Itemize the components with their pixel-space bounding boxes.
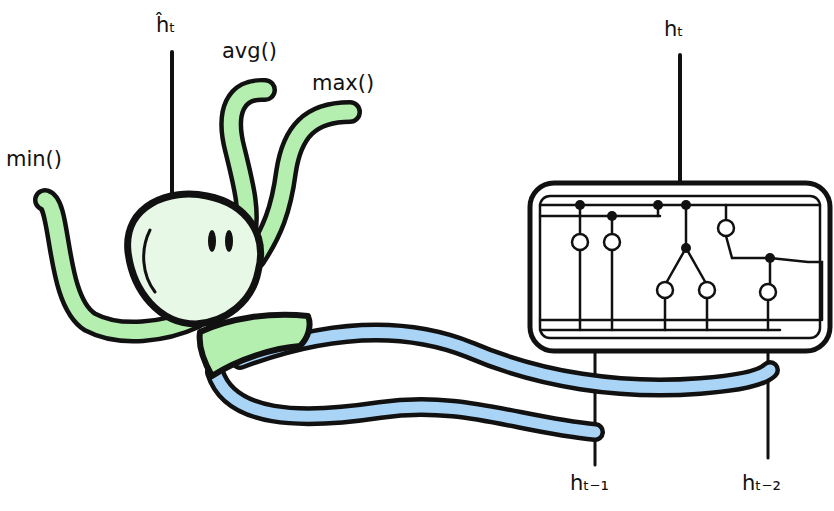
tentacle-outline <box>215 372 595 432</box>
label: min() <box>6 148 62 171</box>
cell-wire <box>686 248 707 285</box>
label: max() <box>312 72 374 95</box>
operator <box>765 253 775 263</box>
gate <box>699 282 715 298</box>
operator <box>575 200 585 210</box>
label: avg() <box>222 40 277 63</box>
tentacle-outline <box>255 112 350 258</box>
operator <box>681 200 691 210</box>
cell-wire <box>770 258 822 320</box>
green-tentacle <box>255 112 350 258</box>
gate <box>604 234 620 250</box>
cell-wire <box>685 205 688 248</box>
label: hₜ₋₁ <box>570 472 609 495</box>
blue-tentacle <box>215 372 595 432</box>
operator <box>681 243 691 253</box>
operator <box>653 200 663 210</box>
eye <box>208 230 216 252</box>
cell-wire <box>725 205 728 220</box>
eye <box>225 230 233 252</box>
cell-wire <box>540 215 660 218</box>
cell-wire <box>665 248 686 285</box>
cell-wire <box>706 295 709 330</box>
cell-wire <box>726 236 770 285</box>
label: hₜ <box>664 18 684 41</box>
cell-wire <box>540 319 820 322</box>
gate <box>718 220 734 236</box>
cell-inner <box>540 196 820 338</box>
cell-wire <box>540 329 780 332</box>
head-highlight <box>144 230 155 292</box>
label: hₜ₋₂ <box>742 472 781 495</box>
gate <box>657 282 673 298</box>
gate <box>760 284 776 300</box>
output-line <box>170 52 174 205</box>
operator <box>607 211 617 221</box>
output-line <box>678 55 682 183</box>
cell-box <box>530 183 830 351</box>
cell-wire <box>579 205 582 330</box>
cell-wire <box>767 300 770 330</box>
collar <box>200 315 310 376</box>
gate <box>572 234 588 250</box>
input-line <box>594 352 597 465</box>
cell-wire <box>664 295 667 330</box>
octopus-head <box>128 194 261 324</box>
label: ĥₜ <box>156 14 176 37</box>
